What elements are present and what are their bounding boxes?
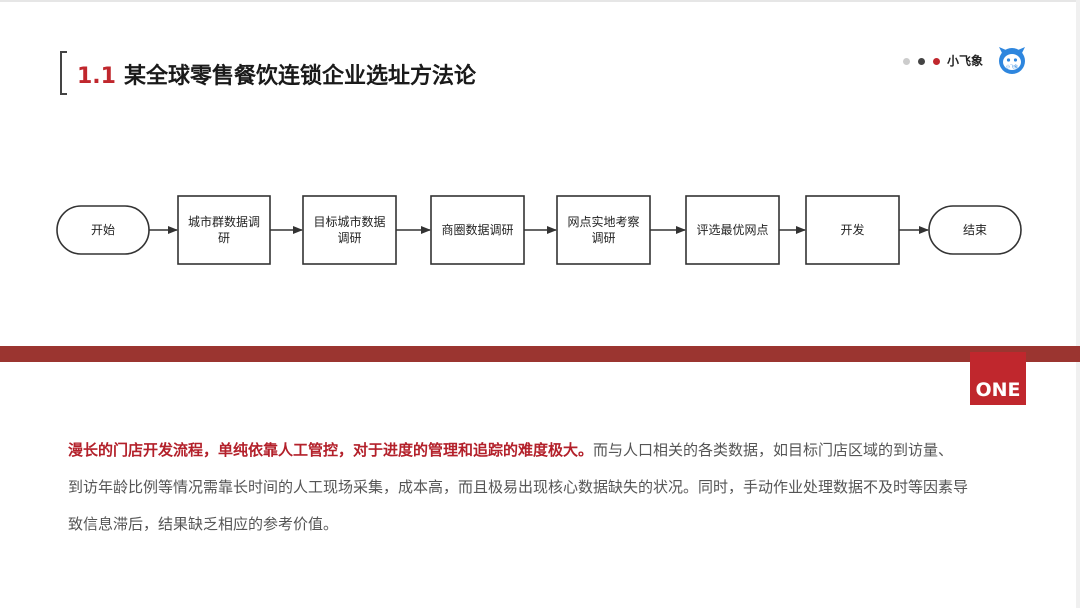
dot-indicator [933,58,940,65]
section-number: 1.1 [77,64,116,89]
dot-indicator [903,58,910,65]
process-step-label: 商圈数据调研 [441,222,513,237]
brand-name: 小飞象 [947,54,984,68]
process-box [430,195,525,265]
process-step-label: 目标城市数据 [313,214,385,229]
process-step-label: 城市群数据调 [188,214,260,229]
start-node-label: 开始 [91,223,115,237]
right-border [1076,0,1080,608]
process-step-label: 网点实地考察 [567,214,639,229]
body-text: 而与人口相关的各类数据，如目标门店区域的到访量、到访年龄比例等情况需靠长时间的人… [68,441,969,533]
highlight-text: 漫长的门店开发流程，单纯依靠人工管控，对于进度的管理和追踪的难度极大。 [68,441,594,459]
end-terminal [928,205,1022,255]
page-title: 1.1 某全球零售餐饮连锁企业选址方法论 [77,58,476,90]
logo-caption: 小飞象 [1006,63,1018,69]
description-paragraph: 漫长的门店开发流程，单纯依靠人工管控，对于进度的管理和追踪的难度极大。而与人口相… [68,432,968,543]
top-border [0,0,1080,2]
process-box [556,195,651,265]
process-step-label: 开发 [840,222,864,237]
process-box [685,195,780,265]
end-node-label: 结束 [963,223,987,237]
process-step-label: 调研 [337,231,361,245]
dot-indicator [918,58,925,65]
process-step-label: 研 [218,231,230,245]
divider-band [0,346,1080,362]
title-bracket [60,51,67,95]
process-box [805,195,900,265]
process-step-label: 评选最优网点 [696,223,768,237]
process-box [177,195,271,265]
process-box [302,195,397,265]
process-step-label: 调研 [591,231,615,245]
title-text: 某全球零售餐饮连锁企业选址方法论 [123,64,476,89]
elephant-logo-icon: 小飞象 [999,47,1025,74]
section-badge: ONE [970,352,1026,405]
